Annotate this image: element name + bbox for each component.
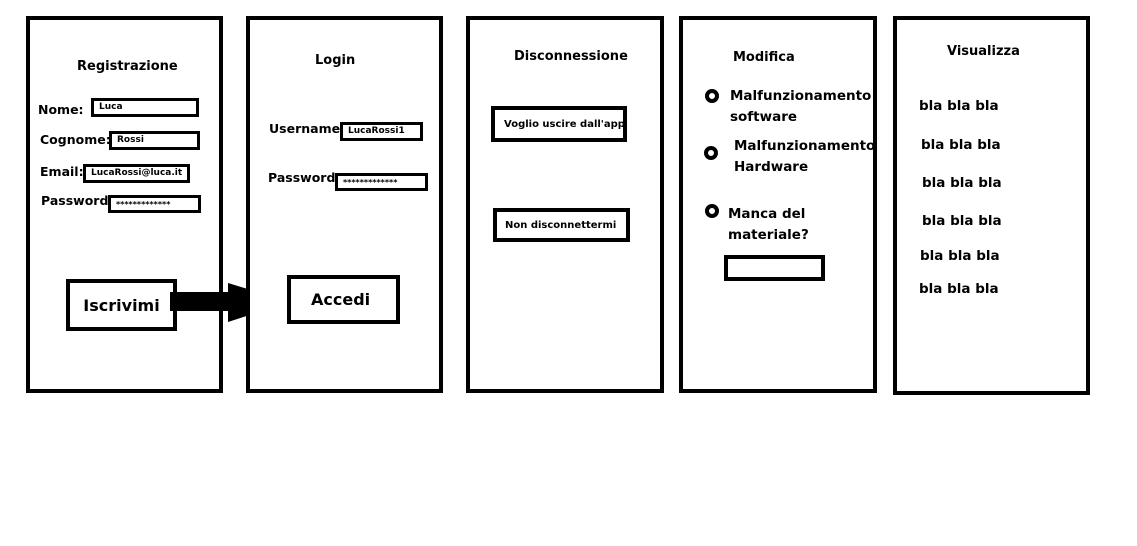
radio-hardware[interactable] (704, 146, 718, 160)
nome-field[interactable]: Luca (91, 98, 199, 117)
visualizza-item: bla bla bla (922, 213, 1002, 229)
visualizza-item: bla bla bla (920, 248, 1000, 264)
non-disconnettermi-button[interactable]: Non disconnettermi (493, 208, 630, 242)
iscrivimi-button-label: Iscrivimi (83, 295, 160, 315)
login-panel (246, 16, 443, 393)
cognome-label: Cognome: (40, 132, 111, 147)
login-password-label: Password: (268, 170, 341, 185)
disconnessione-title: Disconnessione (514, 49, 628, 64)
disconnessione-panel (466, 16, 664, 393)
option-materiale-label: Manca del materiale? (728, 206, 809, 243)
option-hardware-label: Malfunzionamento Hardware (734, 138, 876, 175)
email-field[interactable]: LucaRossi@luca.it (83, 164, 190, 183)
username-field[interactable]: LucaRossi1 (340, 122, 423, 141)
login-password-field[interactable]: ************* (335, 173, 428, 191)
login-title: Login (315, 53, 356, 68)
modifica-title: Modifica (733, 50, 795, 65)
cognome-field[interactable]: Rossi (109, 131, 200, 150)
visualizza-item: bla bla bla (919, 98, 999, 114)
visualizza-panel (893, 16, 1090, 395)
password-field[interactable]: ************* (108, 195, 201, 213)
nome-label: Nome: (38, 102, 84, 117)
radio-materiale[interactable] (705, 204, 719, 218)
voglio-uscire-button[interactable]: Voglio uscire dall'app (491, 106, 627, 142)
radio-software[interactable] (705, 89, 719, 103)
visualizza-item: bla bla bla (921, 137, 1001, 153)
visualizza-item: bla bla bla (919, 281, 999, 297)
materiale-input[interactable] (724, 255, 825, 281)
voglio-uscire-button-label: Voglio uscire dall'app (504, 118, 625, 130)
accedi-button[interactable]: Accedi (287, 275, 400, 324)
password-label: Password: (41, 193, 114, 208)
registrazione-title: Registrazione (77, 59, 178, 74)
iscrivimi-button[interactable]: Iscrivimi (66, 279, 177, 331)
username-label: Username: (269, 121, 346, 136)
visualizza-item: bla bla bla (922, 175, 1002, 191)
email-label: Email: (40, 164, 84, 179)
option-software-label: Malfunzionamento software (730, 88, 872, 125)
modifica-panel (679, 16, 877, 393)
flow-arrow-shaft (170, 292, 232, 311)
visualizza-title: Visualizza (947, 44, 1020, 59)
non-disconnettermi-button-label: Non disconnettermi (505, 219, 617, 231)
accedi-button-label: Accedi (311, 290, 371, 309)
